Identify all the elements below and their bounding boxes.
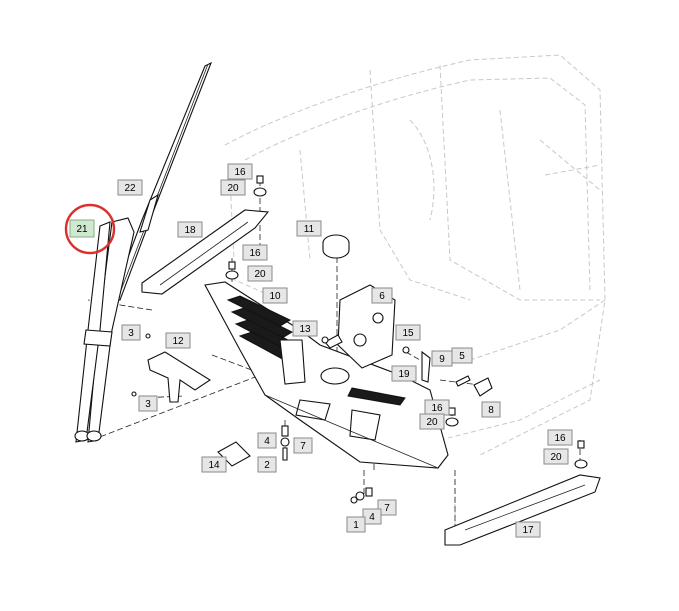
- callout-5[interactable]: 5: [451, 347, 473, 364]
- svg-text:20: 20: [227, 183, 239, 194]
- svg-text:10: 10: [269, 291, 281, 302]
- callout-19[interactable]: 19: [391, 365, 417, 382]
- svg-text:3: 3: [128, 328, 134, 339]
- small-parts: [131, 175, 588, 504]
- callout-18[interactable]: 18: [177, 221, 203, 238]
- highlight-ring: [64, 203, 116, 255]
- callout-6[interactable]: 6: [371, 287, 393, 304]
- svg-text:7: 7: [384, 503, 390, 514]
- svg-text:20: 20: [254, 269, 266, 280]
- svg-text:11: 11: [304, 224, 315, 235]
- callout-16[interactable]: 16: [547, 429, 573, 446]
- cap-11: [322, 234, 350, 259]
- svg-text:16: 16: [234, 167, 246, 178]
- callout-3[interactable]: 3: [121, 324, 141, 341]
- svg-text:16: 16: [249, 248, 261, 259]
- svg-text:16: 16: [431, 403, 443, 414]
- callout-22[interactable]: 22: [117, 179, 143, 196]
- svg-text:4: 4: [264, 436, 270, 447]
- callout-13[interactable]: 13: [292, 320, 318, 337]
- callout-20[interactable]: 20: [247, 265, 273, 282]
- callout-20[interactable]: 20: [543, 448, 569, 465]
- svg-text:21: 21: [76, 224, 88, 235]
- callout-12[interactable]: 12: [165, 332, 191, 349]
- callout-10[interactable]: 10: [262, 287, 288, 304]
- cab-frame-ghost: [224, 54, 606, 530]
- callout-16[interactable]: 16: [227, 163, 253, 180]
- callout-14[interactable]: 14: [201, 456, 227, 473]
- svg-text:12: 12: [172, 336, 184, 347]
- svg-text:6: 6: [379, 291, 385, 302]
- callout-11[interactable]: 11: [296, 220, 322, 237]
- svg-text:17: 17: [522, 525, 534, 536]
- cover-panel-18: [141, 209, 270, 295]
- callout-21[interactable]: 21: [69, 219, 95, 238]
- svg-text:7: 7: [300, 441, 306, 452]
- svg-text:14: 14: [208, 460, 220, 471]
- cover-panel-17: [444, 474, 601, 546]
- callout-3[interactable]: 3: [138, 395, 158, 412]
- callout-1[interactable]: 1: [346, 516, 366, 533]
- bracket-12: [147, 351, 212, 403]
- callout-15[interactable]: 15: [395, 324, 421, 341]
- callout-7[interactable]: 7: [293, 437, 313, 454]
- callouts: 21 22 16 20 18 16 20 11 10 6 3 12 13 15 …: [69, 163, 573, 538]
- wiper-blade: [111, 61, 213, 301]
- callout-4[interactable]: 4: [362, 508, 382, 525]
- callout-20[interactable]: 20: [419, 413, 445, 430]
- callout-17[interactable]: 17: [515, 521, 541, 538]
- callout-9[interactable]: 9: [431, 350, 453, 367]
- svg-text:16: 16: [554, 433, 566, 444]
- svg-text:15: 15: [402, 328, 414, 339]
- callout-16[interactable]: 16: [242, 244, 268, 261]
- wiper-motor: [324, 284, 396, 369]
- callout-20[interactable]: 20: [220, 179, 246, 196]
- callout-4[interactable]: 4: [257, 432, 277, 449]
- svg-text:1: 1: [353, 520, 359, 531]
- svg-text:2: 2: [264, 460, 270, 471]
- callout-2[interactable]: 2: [257, 456, 277, 473]
- svg-text:13: 13: [299, 324, 311, 335]
- svg-text:4: 4: [369, 512, 375, 523]
- callout-16[interactable]: 16: [424, 399, 450, 416]
- callout-7[interactable]: 7: [377, 499, 397, 516]
- svg-text:19: 19: [398, 369, 410, 380]
- svg-text:9: 9: [439, 354, 445, 365]
- svg-text:3: 3: [145, 399, 151, 410]
- svg-text:20: 20: [426, 417, 438, 428]
- cowl-panel: [204, 281, 449, 469]
- callout-8[interactable]: 8: [481, 401, 501, 418]
- svg-text:20: 20: [550, 452, 562, 463]
- svg-text:18: 18: [184, 225, 196, 236]
- wiper-arm: [74, 217, 135, 443]
- svg-text:8: 8: [488, 405, 494, 416]
- svg-text:5: 5: [459, 351, 465, 362]
- svg-text:22: 22: [124, 183, 136, 194]
